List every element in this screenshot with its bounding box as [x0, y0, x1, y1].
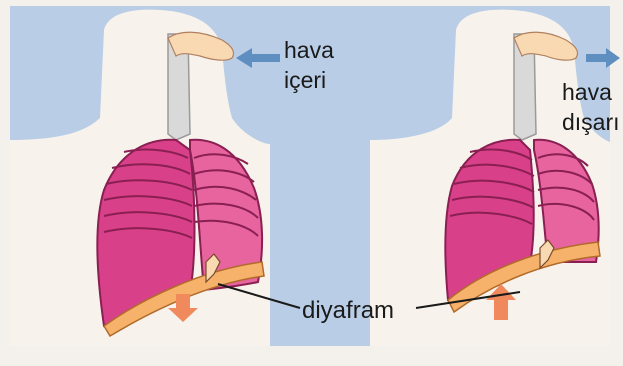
- label-hava-exhale: hava: [562, 80, 612, 105]
- label-hava-inhale: hava: [284, 38, 334, 63]
- label-disari: dışarı: [562, 110, 620, 135]
- label-diyafram: diyafram: [302, 298, 394, 323]
- label-iceri: içeri: [284, 68, 326, 93]
